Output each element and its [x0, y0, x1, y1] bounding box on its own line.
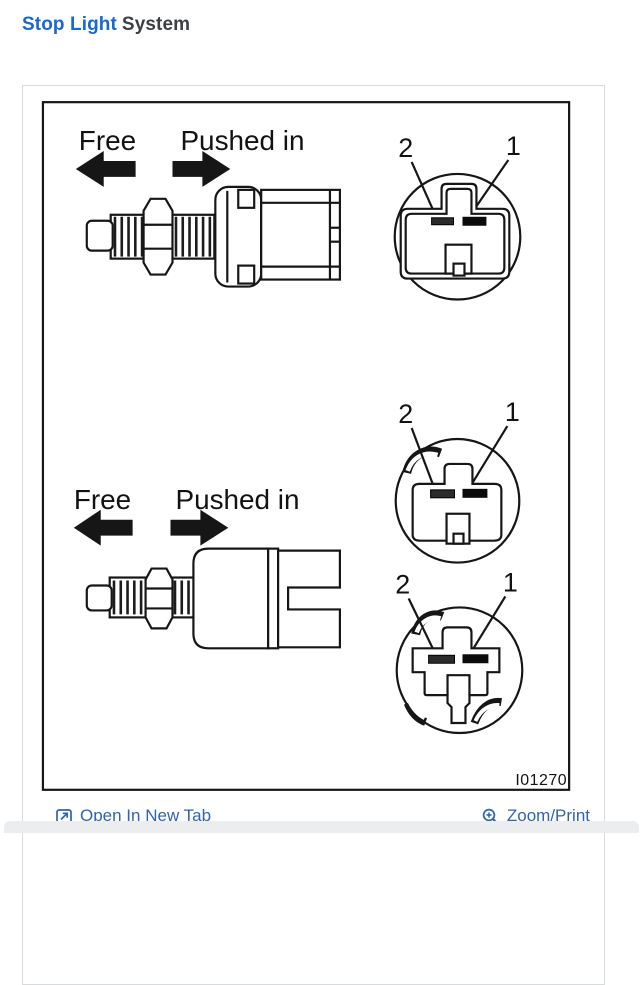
diagram-panel: Free Pushed in [22, 85, 605, 985]
hex-nut [144, 567, 174, 630]
diagram-frame [41, 101, 571, 791]
terminal-pad-2 [428, 654, 456, 664]
connector-housing [277, 549, 342, 649]
pin-1-leader-line [468, 425, 509, 489]
terminal-pad-1 [462, 216, 487, 226]
horizontal-scrollbar[interactable] [4, 821, 639, 833]
free-label-bottom: Free [74, 484, 131, 515]
free-arrow-left-icon [73, 509, 133, 546]
connector-face-outline [399, 182, 511, 280]
pin-1-label: 1 [503, 567, 518, 597]
stop-light-switch-drawing-bottom [85, 547, 342, 650]
connector-face-inner-line [404, 187, 506, 275]
stop-light-switch-drawing-top [85, 185, 342, 288]
pin-2-leader-line [410, 427, 436, 490]
connector-pin-view-top: 2 1 [393, 131, 522, 301]
open-in-new-tab-link[interactable]: Open In New Tab [55, 806, 211, 826]
page-title-secondary: System [121, 14, 191, 35]
top-section: Free Pushed in [75, 125, 522, 301]
plunger-tip [85, 219, 114, 252]
terminal-pad-2 [430, 489, 456, 499]
body-ring [267, 547, 280, 650]
wire-clip [403, 701, 428, 726]
terminal-pad-1 [462, 654, 489, 664]
figure-id: I01270 [515, 772, 567, 789]
pushed-in-arrow-right-icon [170, 509, 229, 546]
zoom-print-label: Zoom/Print [506, 806, 590, 825]
free-label-top: Free [79, 125, 136, 156]
pin-1-label: 1 [505, 397, 520, 427]
pin-1-leader-line [469, 595, 507, 654]
pushed-in-label-top: Pushed in [180, 125, 304, 156]
pin-2-label: 2 [398, 399, 413, 429]
terminal-pad-2 [431, 217, 455, 226]
keyway-slot [446, 674, 471, 696]
pin-2-label: 2 [398, 133, 413, 163]
free-arrow-left-icon [75, 151, 136, 187]
connector-face-outline [411, 462, 503, 542]
hex-nut [142, 197, 174, 276]
open-in-new-tab-label: Open In New Tab [80, 806, 212, 825]
connector-pin-view-bottom: 2 1 [395, 567, 524, 735]
bottom-section: Free Pushed in 2 1 [73, 397, 524, 735]
connector-pin-view-middle: 2 1 [394, 397, 521, 564]
page: { "header": { "title_primary": "Stop Lig… [4, 14, 639, 985]
pin-2-leader-line [407, 597, 437, 655]
pin-1-label: 1 [506, 131, 521, 161]
pin-2-label: 2 [395, 569, 410, 599]
terminal-pad-1 [462, 488, 488, 498]
pushed-in-label-bottom: Pushed in [175, 484, 299, 515]
pushed-in-arrow-right-icon [172, 151, 231, 187]
switch-body [192, 547, 270, 650]
plunger-tip [85, 584, 113, 612]
page-title-primary: Stop Light [22, 14, 117, 35]
panel-footer: Open In New Tab Zoom/Print [23, 798, 604, 826]
connector-housing [260, 188, 342, 281]
stop-light-diagram: Free Pushed in [41, 101, 571, 791]
